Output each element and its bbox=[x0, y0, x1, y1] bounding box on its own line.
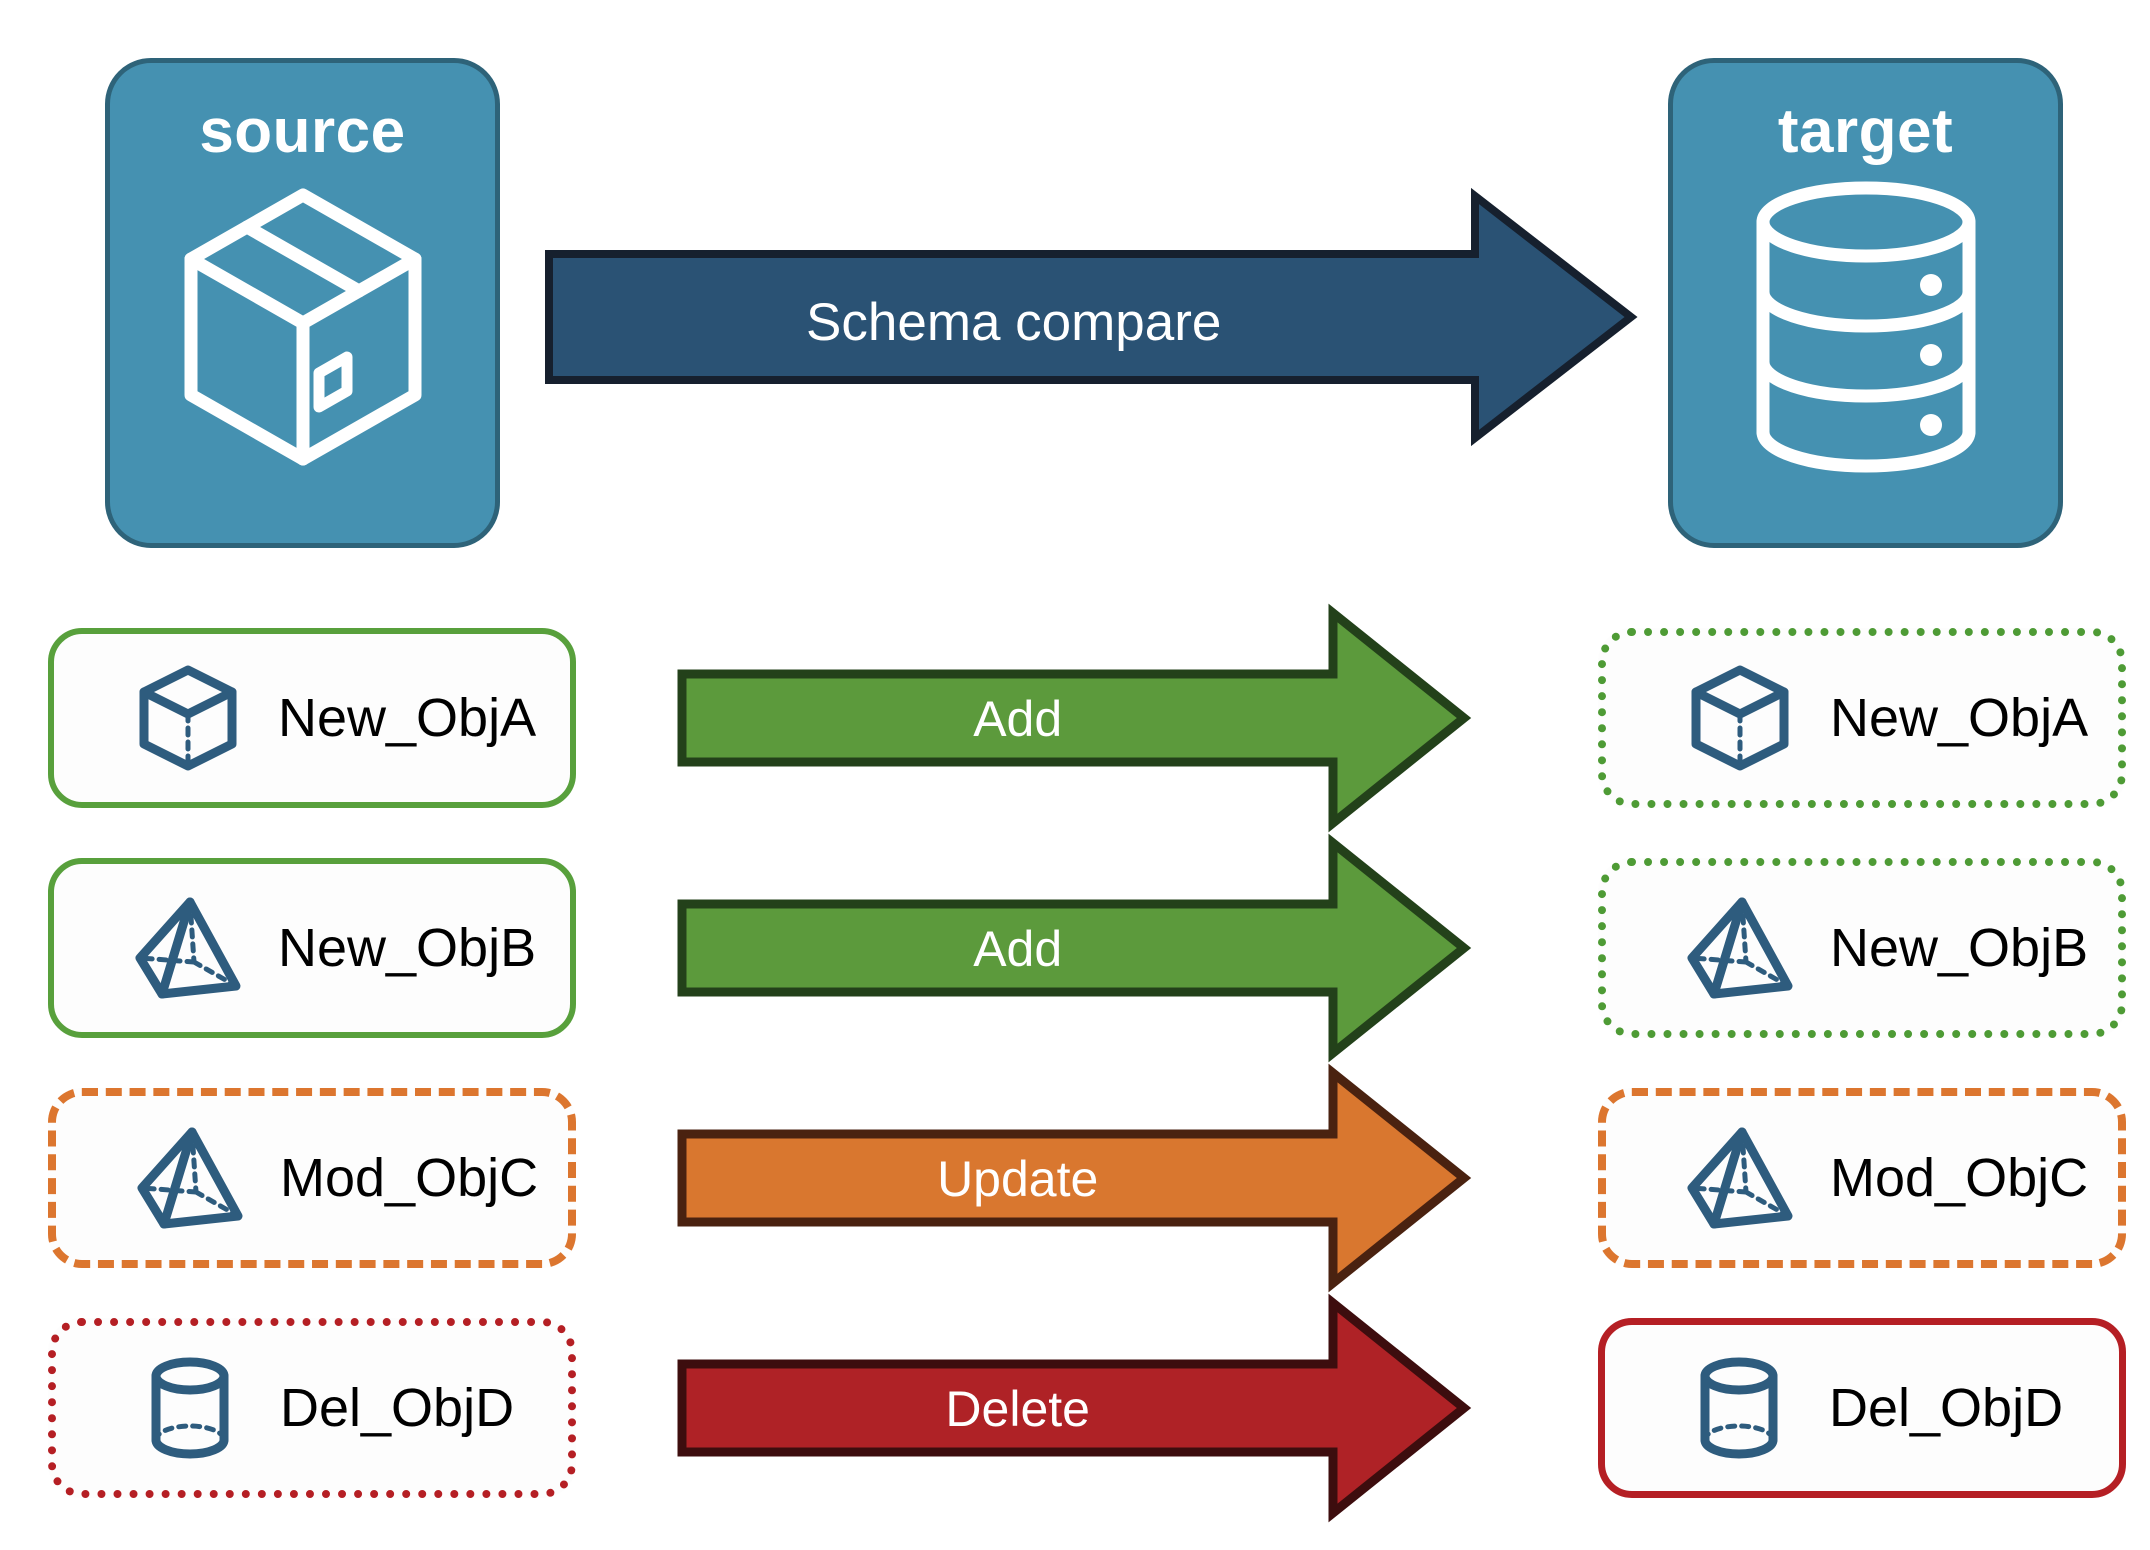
source-title: source bbox=[199, 97, 406, 166]
target-object-card[interactable]: Mod_ObjC bbox=[1598, 1088, 2126, 1268]
target-title: target bbox=[1777, 97, 1954, 166]
wireframe-cylinder-icon bbox=[1683, 1352, 1795, 1464]
source-object-label: New_ObjB bbox=[278, 918, 537, 978]
target-object-card[interactable]: Del_ObjD bbox=[1598, 1318, 2126, 1498]
wireframe-cube-icon bbox=[132, 662, 244, 774]
source-object-label: Mod_ObjC bbox=[280, 1148, 539, 1208]
source-object-label: New_ObjA bbox=[278, 688, 537, 748]
target-object-label: New_ObjA bbox=[1830, 688, 2089, 748]
target-object-card[interactable]: New_ObjA bbox=[1598, 628, 2126, 808]
action-arrow-update[interactable]: Update bbox=[677, 1063, 1472, 1293]
source-endpoint-card[interactable]: source bbox=[105, 58, 500, 548]
source-object-card[interactable]: Del_ObjD bbox=[48, 1318, 576, 1498]
target-object-label: New_ObjB bbox=[1830, 918, 2089, 978]
action-arrow-delete[interactable]: Delete bbox=[677, 1293, 1472, 1523]
action-arrow-add[interactable]: Add bbox=[677, 603, 1472, 833]
package-box-icon bbox=[169, 177, 437, 477]
wireframe-cylinder-icon bbox=[134, 1352, 246, 1464]
action-arrow-add[interactable]: Add bbox=[677, 833, 1472, 1063]
schema-compare-arrow[interactable]: Schema compare bbox=[545, 187, 1638, 447]
wireframe-pyramid-icon bbox=[1684, 1122, 1796, 1234]
target-object-label: Mod_ObjC bbox=[1830, 1148, 2089, 1208]
target-endpoint-card[interactable]: target bbox=[1668, 58, 2063, 548]
database-cylinder-icon bbox=[1741, 177, 1991, 477]
wireframe-pyramid-icon bbox=[134, 1122, 246, 1234]
source-object-card[interactable]: Mod_ObjC bbox=[48, 1088, 576, 1268]
source-object-card[interactable]: New_ObjB bbox=[48, 858, 576, 1038]
target-object-card[interactable]: New_ObjB bbox=[1598, 858, 2126, 1038]
source-object-label: Del_ObjD bbox=[280, 1378, 515, 1438]
wireframe-pyramid-icon bbox=[132, 892, 244, 1004]
wireframe-cube-icon bbox=[1684, 662, 1796, 774]
target-object-label: Del_ObjD bbox=[1829, 1378, 2064, 1438]
source-object-card[interactable]: New_ObjA bbox=[48, 628, 576, 808]
wireframe-pyramid-icon bbox=[1684, 892, 1796, 1004]
